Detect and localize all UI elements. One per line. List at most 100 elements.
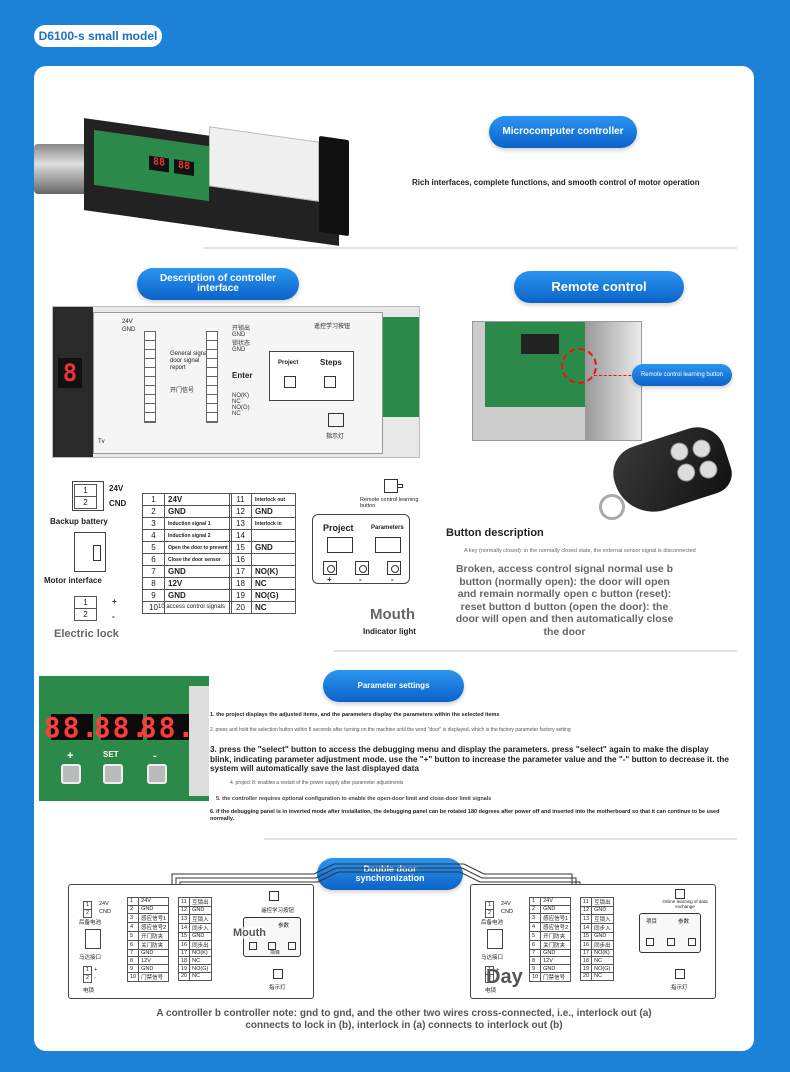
sync-b-24v: 24V bbox=[501, 901, 511, 907]
panel-cn-0: 开锁出 bbox=[232, 326, 251, 332]
plus-sign: + bbox=[327, 575, 332, 584]
panel-pcb-right bbox=[383, 317, 419, 417]
micro-description: Rich interfaces, complete functions, and… bbox=[412, 178, 700, 187]
param-plus-label: + bbox=[67, 750, 74, 762]
param-led-1: 88. bbox=[43, 710, 101, 744]
remote-btn-b bbox=[690, 437, 713, 460]
param-item-2: 2. press and hold the selection button w… bbox=[210, 727, 571, 733]
divider-3 bbox=[264, 838, 737, 840]
panel-project: Project bbox=[278, 360, 299, 366]
sync-a-motor bbox=[85, 929, 101, 949]
indicator-light-label: Indicator light bbox=[363, 627, 416, 636]
panel-tv: Tv bbox=[98, 439, 105, 445]
electric-lock-terminal: 1 2 bbox=[74, 596, 97, 621]
param-item-5: 5. the controller requires optional conf… bbox=[216, 796, 492, 802]
param-item-3: 3. press the "select" button to access t… bbox=[210, 745, 729, 773]
electric-lock-label: Electric lock bbox=[54, 628, 119, 640]
sync-note: A controller b controller note: gnd to g… bbox=[156, 1008, 652, 1031]
sync-a-backup-label: 后备电池 bbox=[79, 920, 102, 926]
project-display bbox=[327, 537, 353, 553]
param-minus-label: - bbox=[153, 750, 157, 762]
param-set-label: SET bbox=[103, 750, 119, 759]
receiver-housing bbox=[585, 322, 641, 440]
sync-b-remote-icon bbox=[675, 889, 685, 899]
pcb-display-2: 88 bbox=[174, 159, 194, 176]
lock-plus: + bbox=[112, 597, 117, 606]
sync-b-project-cn: 项目 bbox=[646, 919, 658, 925]
receiver-module bbox=[521, 334, 559, 354]
panel-button-box: Project Steps bbox=[269, 351, 354, 401]
sync-b-cnd: CND bbox=[501, 909, 513, 915]
sync-b-remote-label: Online learning of data exchange bbox=[662, 899, 708, 909]
sync-a-remote-label: 遥控学习按钮 bbox=[261, 908, 295, 914]
project-params-box: Project Parameters + - - bbox=[312, 514, 410, 584]
sync-a-indicator-icon bbox=[273, 969, 283, 979]
panel-digit-display: 8 bbox=[58, 358, 82, 388]
lock-pin-2: 2 bbox=[74, 608, 97, 621]
sync-b-param-box: 项目 参数 bbox=[639, 913, 701, 953]
motor-interface-slot bbox=[93, 545, 101, 561]
sync-a-24v: 24V bbox=[99, 901, 109, 907]
panel-small-cn-2: NO(K) NC NO(G) NC bbox=[232, 393, 272, 417]
panel-24v: 24V bbox=[122, 319, 133, 325]
sync-b-motor bbox=[487, 929, 503, 949]
params-display bbox=[375, 537, 401, 553]
panel-cn-8: NO(G) bbox=[232, 405, 250, 411]
section-title-sync: Double door synchronization bbox=[317, 858, 463, 890]
param-led-2: 88. bbox=[93, 710, 151, 744]
motor-interface-label: Motor interface bbox=[44, 576, 102, 585]
divider-1 bbox=[204, 247, 737, 249]
learning-button-highlight bbox=[561, 348, 597, 384]
remote-learning-button-icon bbox=[384, 479, 403, 493]
divider-2 bbox=[334, 650, 737, 652]
plus-button[interactable] bbox=[323, 561, 337, 575]
panel-cn-7: NC bbox=[232, 399, 241, 405]
learning-button-callout: Remote control learning button bbox=[632, 364, 732, 386]
sync-a-param-cn: 参数 bbox=[278, 923, 290, 929]
select-button[interactable] bbox=[355, 561, 369, 575]
sync-a-cnd: CND bbox=[99, 909, 111, 915]
panel-cn-1: GND bbox=[232, 332, 246, 338]
panel-small-cn: 开锁出 GND 锁状态 GND bbox=[232, 323, 272, 353]
param-item-6: 6. if the debugging panel is in inverted… bbox=[210, 809, 720, 822]
backup-24v: 24V bbox=[109, 484, 124, 493]
panel-enter-label: Enter bbox=[232, 371, 253, 380]
minus-button[interactable] bbox=[387, 561, 401, 575]
key-ring bbox=[599, 494, 625, 520]
term-row: 16 bbox=[229, 553, 296, 566]
panel-remote-title: 遥控学习按钮 bbox=[314, 324, 351, 330]
param-item-1: 1. the project displays the adjusted ite… bbox=[210, 712, 500, 718]
model-badge: D6100-s small model bbox=[34, 25, 162, 47]
param-board-photo: 88. 88. 88. + SET - bbox=[39, 676, 209, 801]
sync-b-backup-label: 后备电池 bbox=[481, 920, 504, 926]
backup-pin-2: 2 bbox=[74, 496, 97, 509]
sync-a-motor-label: 马达接口 bbox=[79, 955, 102, 961]
mouth-label: Mouth bbox=[370, 606, 415, 623]
panel-steps: Steps bbox=[320, 358, 342, 367]
sync-wires bbox=[171, 863, 581, 916]
backup-battery-terminal: 1 2 bbox=[74, 484, 97, 509]
panel-general-signal: General signal: door signal report bbox=[170, 351, 211, 371]
controller-interface-photo: 8 24V GND General signal: door signal re… bbox=[52, 306, 420, 458]
panel-cn-9: NC bbox=[232, 411, 241, 417]
panel-indicator-box bbox=[328, 413, 344, 427]
panel-cn-6: NO(K) bbox=[232, 393, 249, 399]
sync-b-motor-label: 马达接口 bbox=[481, 955, 504, 961]
section-title-remote: Remote control bbox=[514, 271, 684, 303]
